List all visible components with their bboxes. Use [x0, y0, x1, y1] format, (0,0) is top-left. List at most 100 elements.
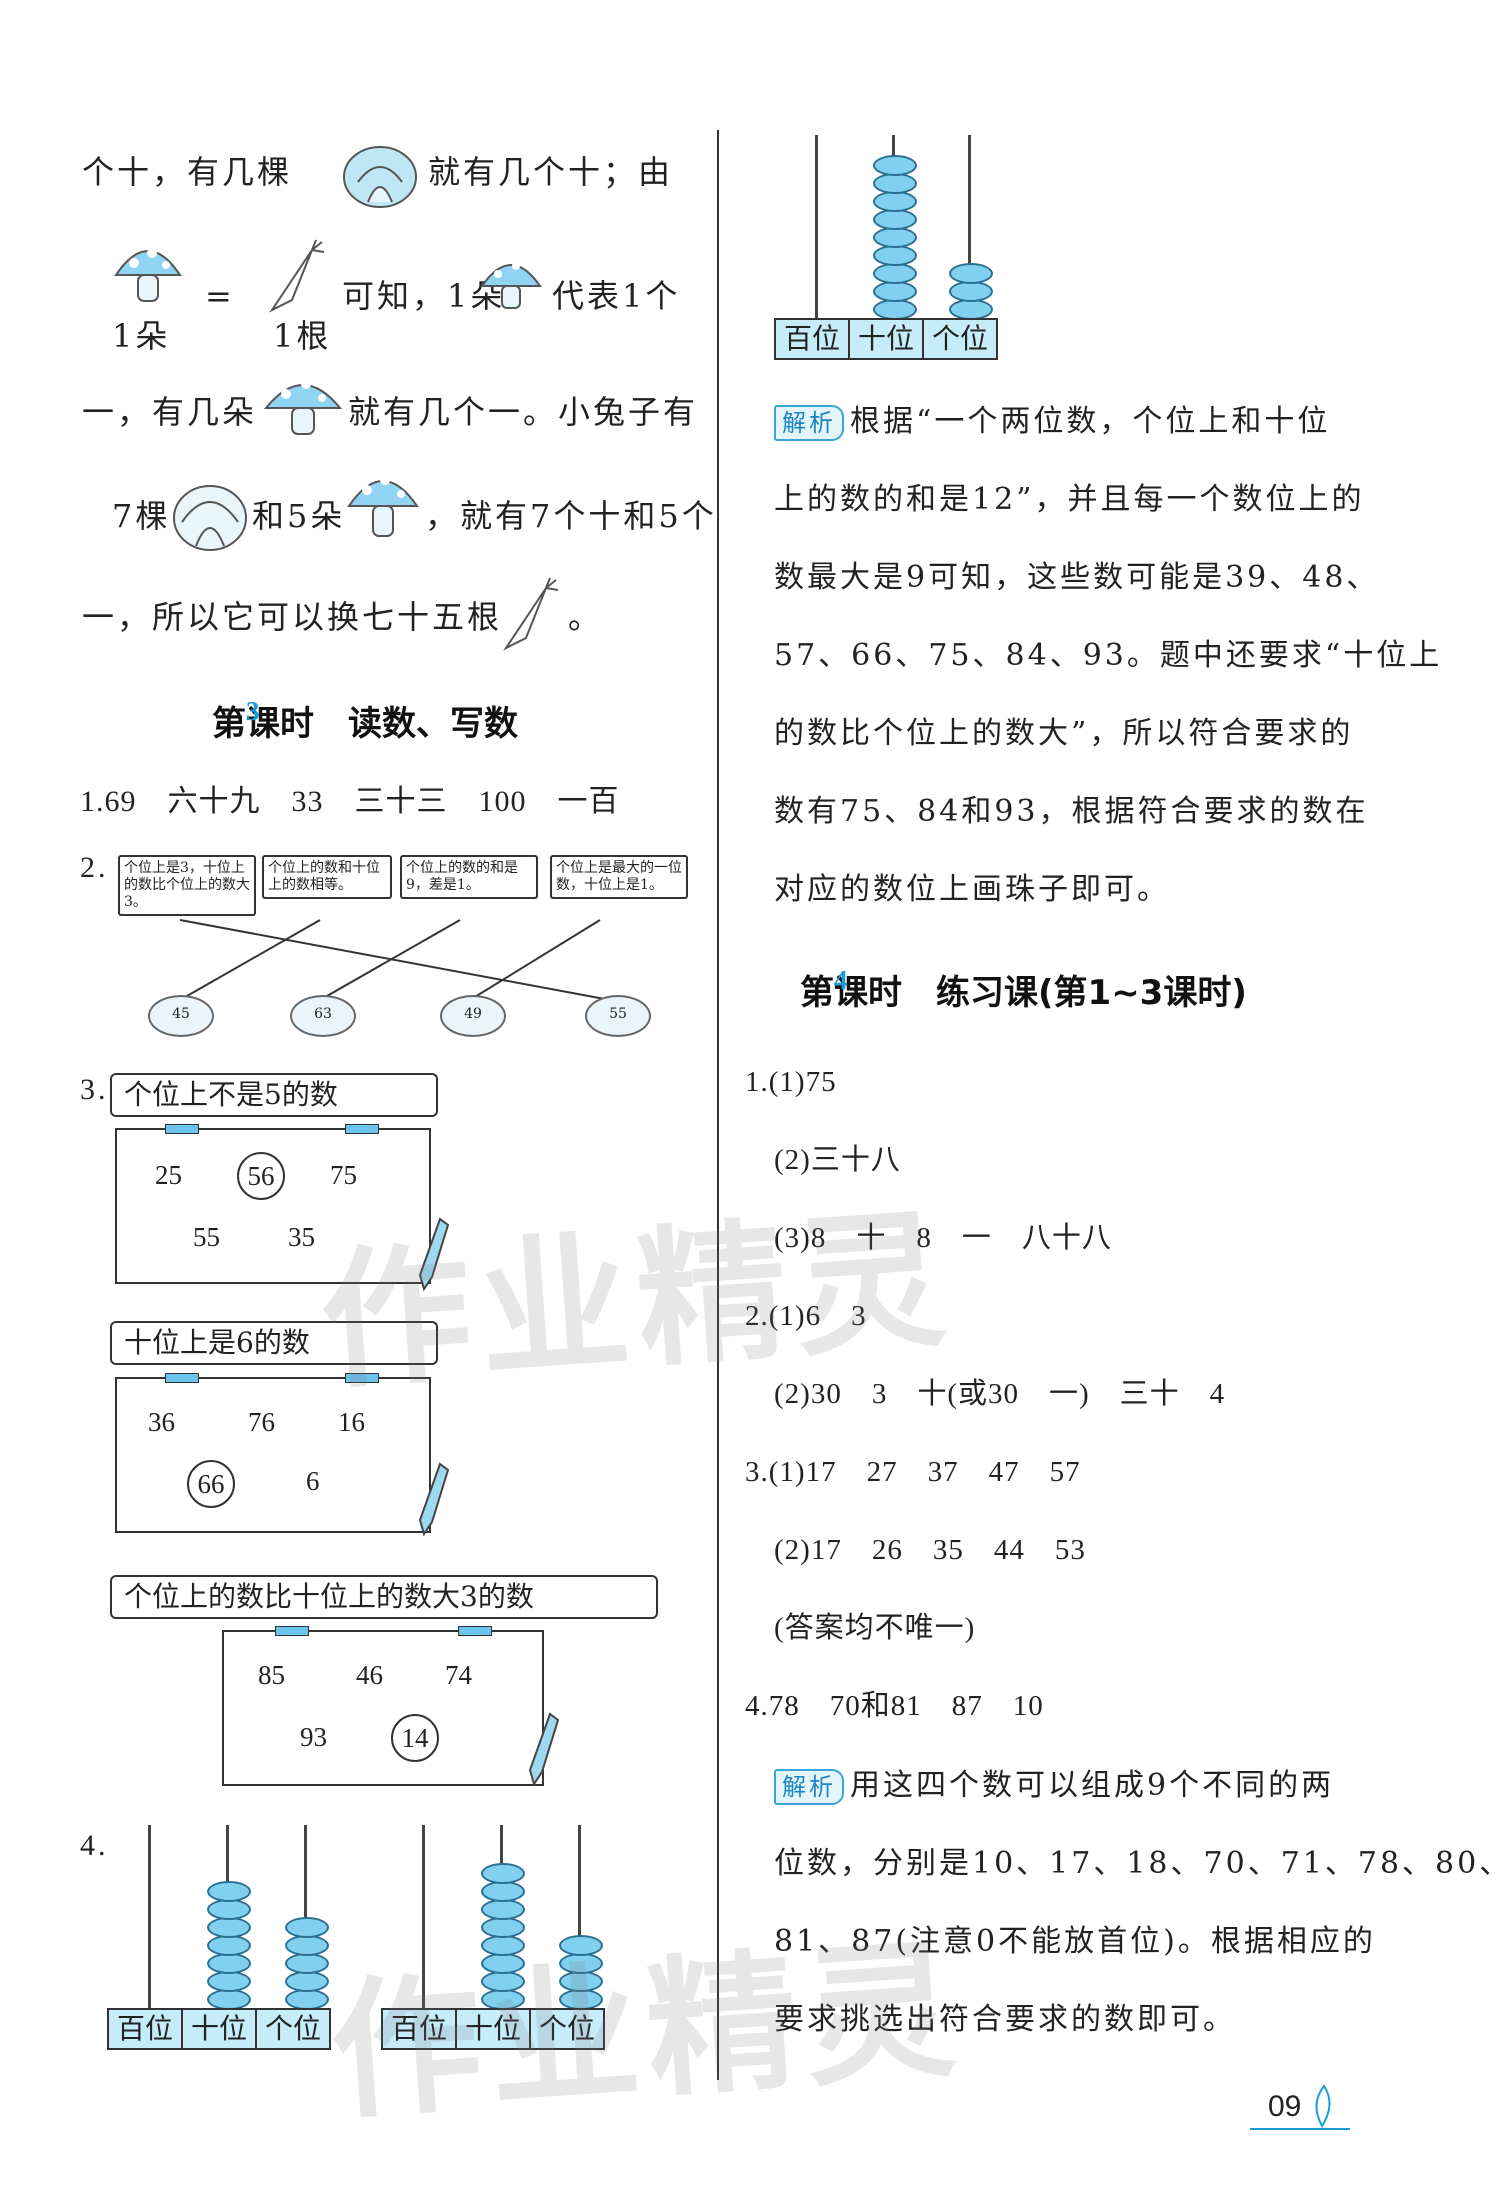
box-clip	[458, 1626, 492, 1636]
pencil-icon	[418, 1462, 450, 1537]
leaf-icon	[1315, 2084, 1331, 2128]
abacus-bead	[559, 1935, 603, 1956]
abacus-bead	[207, 1881, 251, 1902]
q3-group-label: 个位上的数比十位上的数大3的数	[110, 1575, 658, 1619]
label-1-gen: 1根	[273, 317, 332, 355]
question-4-number: 4.	[80, 1829, 109, 1862]
q3-number-box	[115, 1377, 431, 1533]
q3-number: 25	[155, 1160, 182, 1190]
heading-number: 3	[246, 696, 260, 726]
intro-line-3b: 就有几个一。小兔子有	[348, 393, 699, 431]
q3-circled-number: 66	[187, 1460, 235, 1508]
heading-number: 4	[834, 965, 848, 995]
abacus-bead	[873, 173, 917, 194]
box-clip	[345, 1124, 379, 1134]
intro-line-4c: ，就有7个十和5个	[425, 497, 717, 535]
box-clip	[165, 1124, 199, 1134]
q3-number: 55	[193, 1222, 220, 1252]
place-value-row: 百位 十位 个位	[381, 2008, 606, 2050]
abacus-rod	[815, 135, 818, 320]
intro-line-2a: 可知，1朵	[342, 277, 506, 315]
q3-number-box	[222, 1630, 544, 1786]
q3-number: 75	[330, 1160, 357, 1190]
place-value-row: 百位 十位 个位	[774, 318, 999, 360]
answer-line: (3)8 十 8 一 八十八	[774, 1222, 1112, 1254]
abacus-bead	[285, 1917, 329, 1938]
matching-lines	[179, 919, 611, 1001]
shell-number: 45	[148, 995, 214, 1037]
abacus-bead	[285, 1971, 329, 1992]
q3-number: 85	[258, 1660, 285, 1690]
intro-line-3a: 一，有几朵	[82, 393, 258, 431]
mushroom-icon	[480, 262, 542, 309]
abacus-bead	[207, 1935, 251, 1956]
cabbage-icon	[343, 146, 417, 208]
heading-title: 课时 读数、写数	[246, 704, 518, 744]
analysis-line: 81、87(注意0不能放首位)。根据相应的	[774, 1924, 1376, 1959]
abacus-bead	[873, 263, 917, 284]
place-label-hundreds: 百位	[776, 320, 851, 358]
mushroom-icon	[263, 379, 343, 435]
page-number-underline	[1250, 2128, 1350, 2130]
abacus-bead	[481, 1863, 525, 1884]
abacus-bead	[285, 1953, 329, 1974]
abacus-rod	[578, 1825, 581, 2010]
analysis-2: 解析用这四个数可以组成9个不同的两	[774, 1766, 1334, 1806]
q3-number: 36	[148, 1407, 175, 1437]
abacus-bead	[949, 299, 993, 320]
abacus-bead	[207, 1917, 251, 1938]
q3-number: 46	[356, 1660, 383, 1690]
analysis-line: 要求挑选出符合要求的数即可。	[774, 2002, 1236, 2037]
intro-line-5b: 。	[568, 598, 604, 636]
q2-condition-box: 个位上是3，十位上的数比个位上的数大3。	[118, 855, 256, 916]
analysis-line: 位数，分别是10、17、18、70、71、78、80、	[774, 1846, 1512, 1881]
box-clip	[345, 1373, 379, 1383]
question-2-number: 2.	[80, 851, 109, 884]
abacus-bead	[481, 1881, 525, 1902]
analysis-line: 的数比个位上的数大”，所以符合要求的	[774, 716, 1354, 751]
label-1-duo: 1朵	[112, 317, 171, 355]
q2-condition-box: 个位上是最大的一位数，十位上是1。	[550, 855, 688, 899]
intro-line-4b: 和5朵	[252, 497, 346, 535]
abacus-bead	[207, 1899, 251, 1920]
abacus-bead	[873, 299, 917, 320]
intro-line-4a: 7棵	[112, 497, 171, 535]
abacus-bead	[207, 1989, 251, 2010]
intro-line-1b: 就有几个十；由	[428, 153, 674, 191]
column-divider	[717, 130, 719, 2080]
answer-line: 4.78 70和81 87 10	[745, 1690, 1044, 1722]
q3-number-box	[115, 1128, 431, 1284]
abacus-bead	[873, 245, 917, 266]
answer-line: 1.(1)75	[745, 1066, 837, 1098]
analysis-tag: 解析	[774, 405, 844, 441]
intro-line-5a: 一，所以它可以换七十五根	[82, 598, 503, 636]
abacus-bead	[207, 1953, 251, 1974]
heading-title: 课时 练习课(第1~3课时)	[834, 973, 1247, 1013]
place-label-tens: 十位	[850, 320, 925, 358]
q3-number: 76	[248, 1407, 275, 1437]
analysis-line: 根据“一个两位数，个位上和十位	[850, 404, 1331, 439]
mushroom-icon	[347, 475, 419, 537]
analysis-line: 对应的数位上画珠子即可。	[774, 872, 1170, 907]
cabbage-icon	[173, 485, 247, 551]
answer-line: 2.(1)6 3	[745, 1300, 867, 1332]
analysis-1: 解析根据“一个两位数，个位上和十位	[774, 402, 1330, 442]
shell-number: 55	[585, 995, 651, 1037]
abacus-bead	[949, 281, 993, 302]
place-value-row: 百位 十位 个位	[107, 2008, 332, 2050]
answer-line: (2)30 3 十(或30 一) 三十 4	[774, 1378, 1226, 1410]
abacus-rod	[422, 1825, 425, 2010]
q2-condition-box: 个位上的数的和是9，差是1。	[400, 855, 538, 899]
place-label-hundreds: 百位	[383, 2010, 458, 2048]
shell-number: 49	[440, 995, 506, 1037]
analysis-line: 上的数的和是12”，并且每一个数位上的	[774, 482, 1365, 517]
box-clip	[165, 1373, 199, 1383]
abacus-bead	[873, 209, 917, 230]
answer-line: (2)17 26 35 44 53	[774, 1534, 1086, 1566]
question-1: 1.69 六十九 33 三十三 100 一百	[80, 785, 620, 818]
intro-line-1a: 个十，有几棵	[82, 153, 293, 191]
mushroom-icon	[114, 248, 182, 302]
answer-line: 3.(1)17 27 37 47 57	[745, 1456, 1081, 1488]
